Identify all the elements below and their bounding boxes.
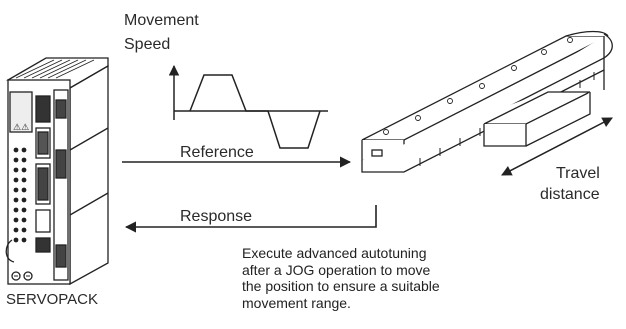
chart-ylabel-line2: Speed [124, 36, 170, 53]
reference-label: Reference [180, 144, 254, 161]
travel-label-line1: Travel [556, 165, 600, 182]
speed-profile-curve [189, 74, 321, 149]
servopack-illustration: ⚠⚠ [5, 57, 109, 286]
speed-profile-chart [168, 64, 328, 149]
instruction-note: Execute advanced autotuning after a JOG … [242, 245, 440, 311]
note-line: movement range. [242, 294, 351, 311]
travel-distance-arrow [501, 117, 613, 176]
travel-label-line2: distance [540, 186, 600, 203]
note-line: Execute advanced autotuning [242, 245, 427, 261]
response-arrow [124, 205, 377, 233]
signal-arrows [122, 156, 377, 233]
note-line: after a JOG operation to move [242, 261, 431, 278]
linear-stage-illustration [361, 30, 613, 173]
svg-text:⚠⚠: ⚠⚠ [13, 122, 29, 132]
chart-ylabel-line1: Movement [124, 12, 199, 29]
response-label: Response [180, 208, 252, 225]
servopack-label: SERVOPACK [6, 291, 98, 308]
note-line: the position to ensure a suitable [242, 278, 440, 294]
